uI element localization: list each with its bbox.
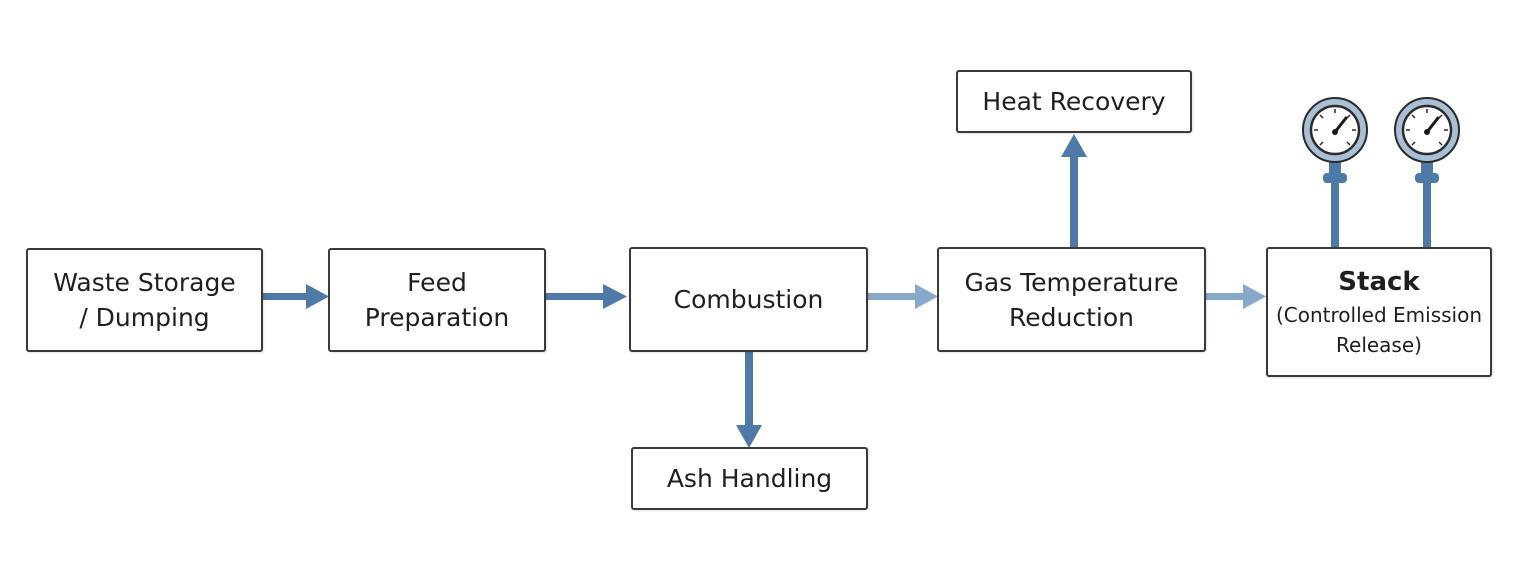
arrow-waste-to-feed (262, 284, 329, 309)
node-gas-temperature-reduction: Gas Temperature Reduction (937, 247, 1206, 352)
node-stack-title: Stack (1338, 267, 1420, 297)
arrow-gas-to-heat (1061, 134, 1087, 248)
node-feed-preparation-line2: Preparation (364, 303, 510, 332)
node-heat-recovery-label: Heat Recovery (982, 87, 1166, 116)
arrow-feed-to-combustion (545, 284, 627, 309)
node-stack: Stack (Controlled Emission Release) (1266, 247, 1492, 377)
node-ash-handling: Ash Handling (631, 447, 868, 510)
node-gas-temperature-line1: Gas Temperature (964, 267, 1179, 297)
node-waste-storage-line1: Waste Storage (53, 268, 236, 297)
node-waste-storage-line2: / Dumping (79, 303, 210, 332)
node-stack-subtitle-line1: (Controlled Emission (1276, 303, 1482, 327)
pressure-gauge-icon (1394, 97, 1460, 248)
node-combustion: Combustion (629, 247, 868, 352)
node-ash-handling-label: Ash Handling (666, 464, 833, 493)
node-heat-recovery: Heat Recovery (956, 70, 1192, 133)
node-feed-preparation-line1: Feed (407, 268, 467, 297)
node-waste-storage: Waste Storage / Dumping (26, 248, 263, 352)
arrow-combustion-to-gas (867, 284, 938, 309)
node-combustion-label: Combustion (673, 285, 824, 314)
arrow-gas-to-stack (1205, 284, 1266, 309)
node-gas-temperature-line2: Reduction (1009, 302, 1134, 332)
node-feed-preparation: Feed Preparation (328, 248, 546, 352)
node-stack-subtitle-line2: Release) (1336, 333, 1422, 357)
arrow-combustion-to-ash (736, 351, 762, 448)
pressure-gauge-icon (1302, 97, 1368, 248)
